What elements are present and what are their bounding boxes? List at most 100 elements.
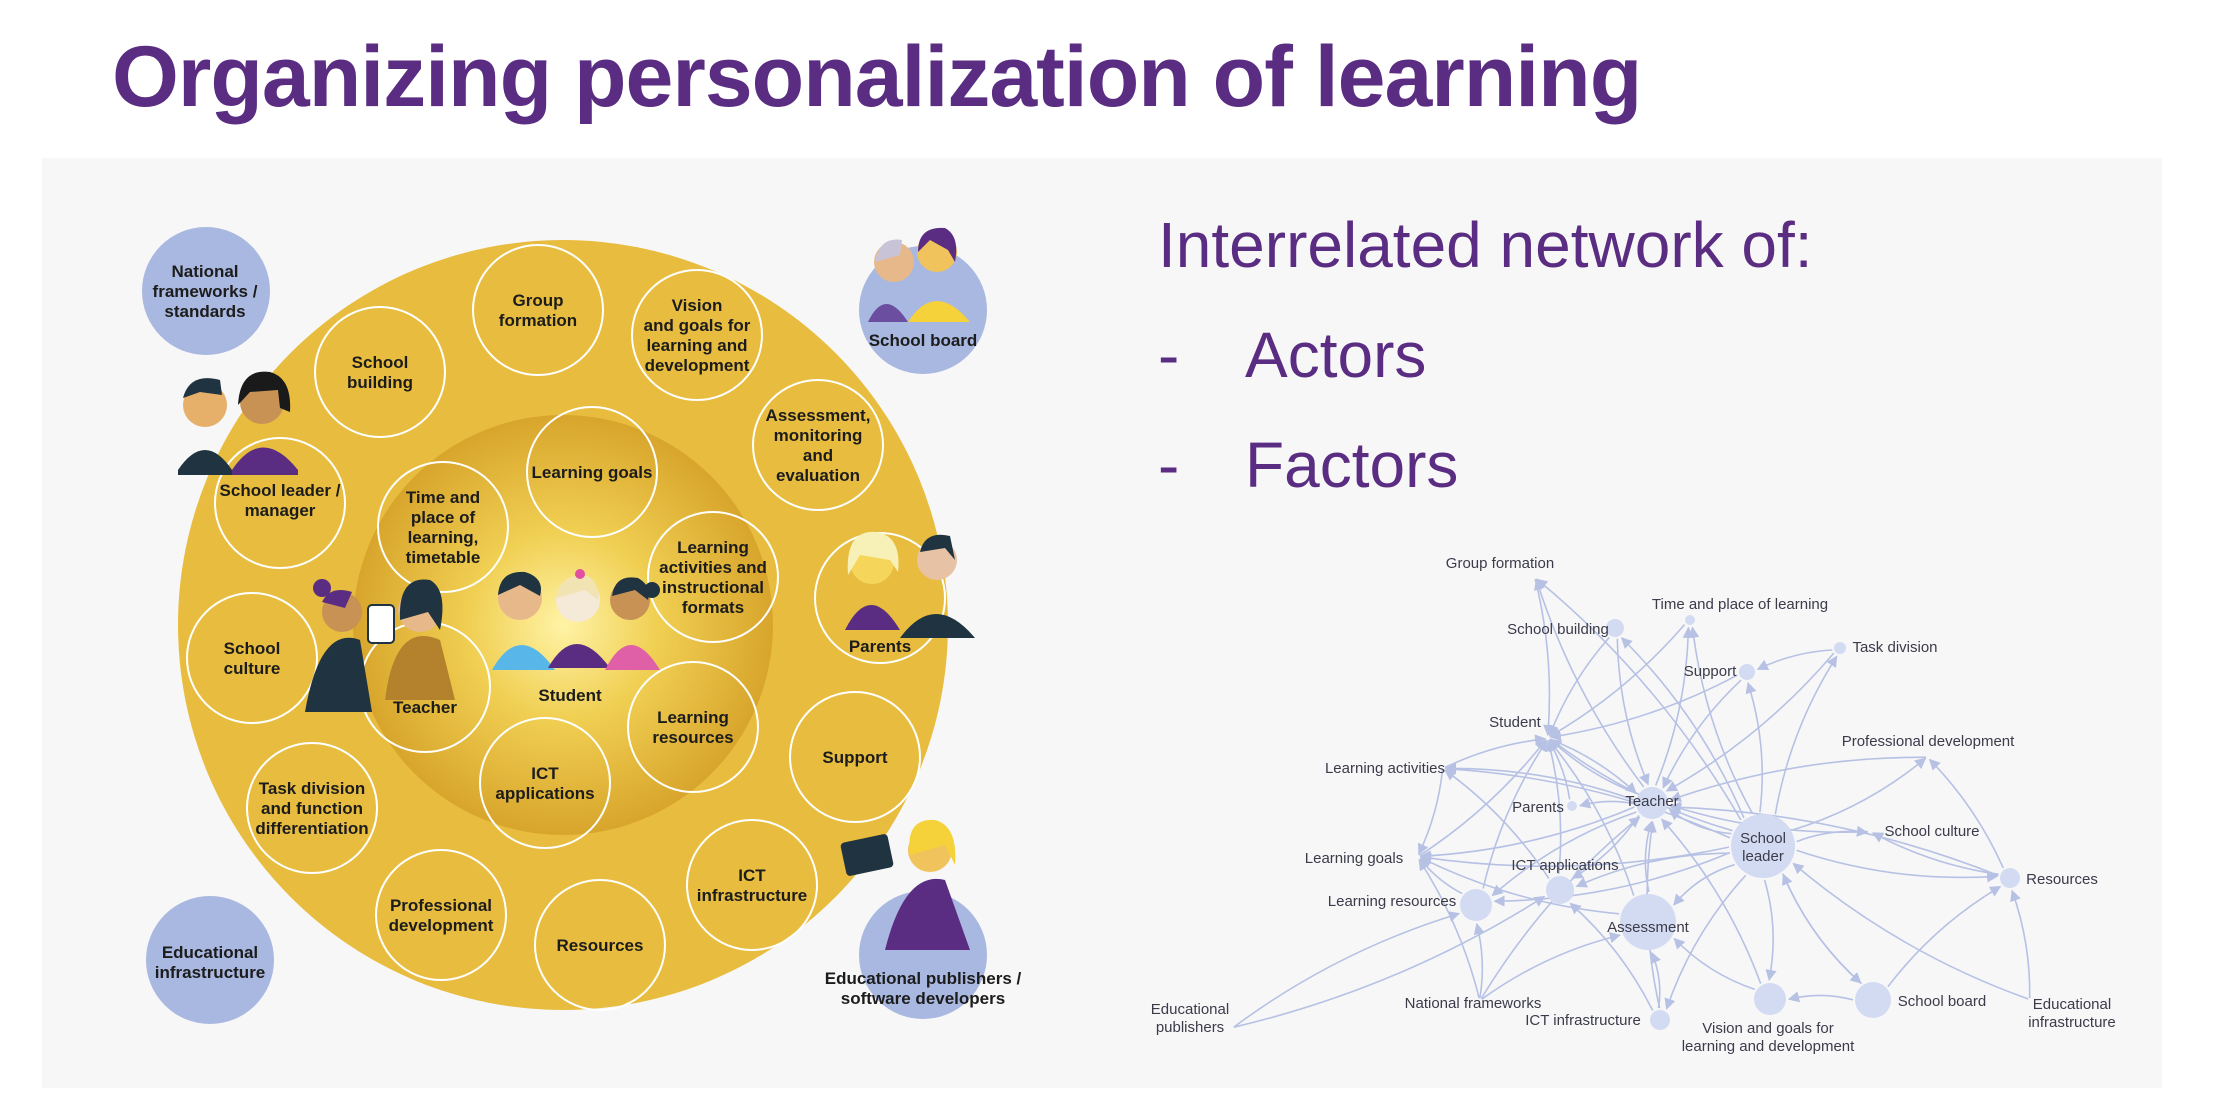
inner-node-learning-goals	[526, 406, 658, 538]
network-node-ict-infra	[1650, 1010, 1670, 1030]
ring-node-prof-dev	[375, 849, 507, 981]
network-node-school-board	[1855, 982, 1891, 1018]
network-edge	[1664, 874, 1747, 1010]
bullet-factors: Factors	[1245, 429, 1459, 501]
network-edge	[1650, 951, 1661, 1009]
network-edge	[1534, 578, 1555, 737]
network-edge	[1548, 636, 1610, 737]
slide-title: Organizing personalization of learning	[112, 29, 1642, 125]
network-edge	[1549, 674, 1738, 742]
network-edge	[1782, 873, 1862, 985]
network-edge	[1787, 991, 1854, 1003]
network-edge	[1549, 738, 1637, 794]
network-edge	[1419, 857, 1620, 915]
network-edge	[2010, 889, 2031, 999]
inner-node-learning-resources	[627, 661, 759, 793]
network-edge	[1569, 902, 1654, 1011]
network-node-vision	[1754, 983, 1786, 1015]
network-label-school-building: School building	[1507, 621, 1609, 638]
ring-node-task-division	[246, 742, 378, 874]
network-label-school-board: School board	[1898, 993, 1986, 1010]
network-edge	[1661, 818, 1762, 984]
network-label-learning-activities: Learning activities	[1325, 760, 1445, 777]
network-label-assessment: Assessment	[1607, 919, 1690, 936]
network-edge	[1763, 879, 1777, 982]
right-heading: Interrelated network of:	[1158, 209, 1813, 281]
network-edge	[1549, 738, 1637, 795]
network-edge	[1578, 797, 1635, 809]
network-node-teacher	[1636, 787, 1668, 819]
network-edge	[1616, 638, 1650, 786]
network-edge	[1745, 681, 1763, 813]
network-edge	[1620, 637, 1745, 819]
network-edge	[1419, 858, 1463, 895]
network-edge	[1669, 756, 1927, 802]
ring-node-group-formation	[472, 244, 604, 376]
network-node-assessment	[1620, 894, 1676, 950]
network-edge	[1756, 649, 1833, 671]
network-edge	[1796, 849, 1999, 883]
network-edge	[1473, 922, 1485, 999]
network-edge	[1418, 858, 1480, 999]
center-label-student: Student	[538, 686, 602, 705]
network-edge	[1549, 623, 1686, 737]
network-edge	[1493, 852, 1731, 907]
ring-node-assessment	[752, 379, 884, 511]
ring-label-school-leader: School leader /manager	[220, 481, 341, 520]
network-edge	[1673, 937, 1756, 991]
network-label-teacher: Teacher	[1625, 793, 1678, 810]
network-label-school-culture: School culture	[1884, 823, 1979, 840]
network-edge	[1545, 739, 1562, 875]
network-edge	[1548, 739, 1571, 800]
network-edge	[1444, 763, 1731, 839]
network-node-school-leader	[1731, 814, 1795, 878]
network-edge	[1792, 757, 1927, 831]
inner-node-ict-apps	[479, 717, 611, 849]
network-node-support	[1739, 664, 1755, 680]
network-label-student: Student	[1489, 714, 1542, 731]
network-edge	[1796, 825, 1869, 843]
network-edge	[1665, 652, 1835, 792]
network-edge	[1444, 762, 1635, 801]
inner-node-time-place	[377, 461, 509, 593]
ring-node-ict-infra	[686, 819, 818, 951]
network-node-learning-resources	[1460, 889, 1492, 921]
network-edge	[1887, 885, 2002, 988]
student-figures-icon	[492, 569, 660, 670]
network-edge	[1782, 873, 1862, 984]
inner-node-learning-activities	[647, 511, 779, 643]
ring-label-resources: Resources	[557, 936, 644, 955]
ring-node-school-leader	[214, 437, 346, 569]
network-edge	[1871, 832, 1999, 876]
network-edge	[1444, 734, 1547, 769]
ring-node-vision-goals	[631, 269, 763, 401]
network-edge	[1673, 863, 1735, 906]
network-label-support: Support	[1684, 663, 1737, 680]
actor-label-school-board: School board	[869, 331, 978, 350]
network-label-parents: Parents	[1512, 799, 1564, 816]
network-edge	[1575, 852, 1730, 888]
network-edge	[1536, 578, 1742, 821]
network-label-national: National frameworks	[1405, 995, 1542, 1012]
network-edge	[1444, 769, 1550, 879]
ring-node-school-culture	[186, 592, 318, 724]
actor-label-publishers: Educational publishers /software develop…	[825, 969, 1022, 1008]
network-node-school-building	[1606, 619, 1624, 637]
network-edge	[1233, 895, 1546, 1028]
ring-node-support	[789, 691, 921, 823]
network-edge	[1534, 578, 1645, 788]
